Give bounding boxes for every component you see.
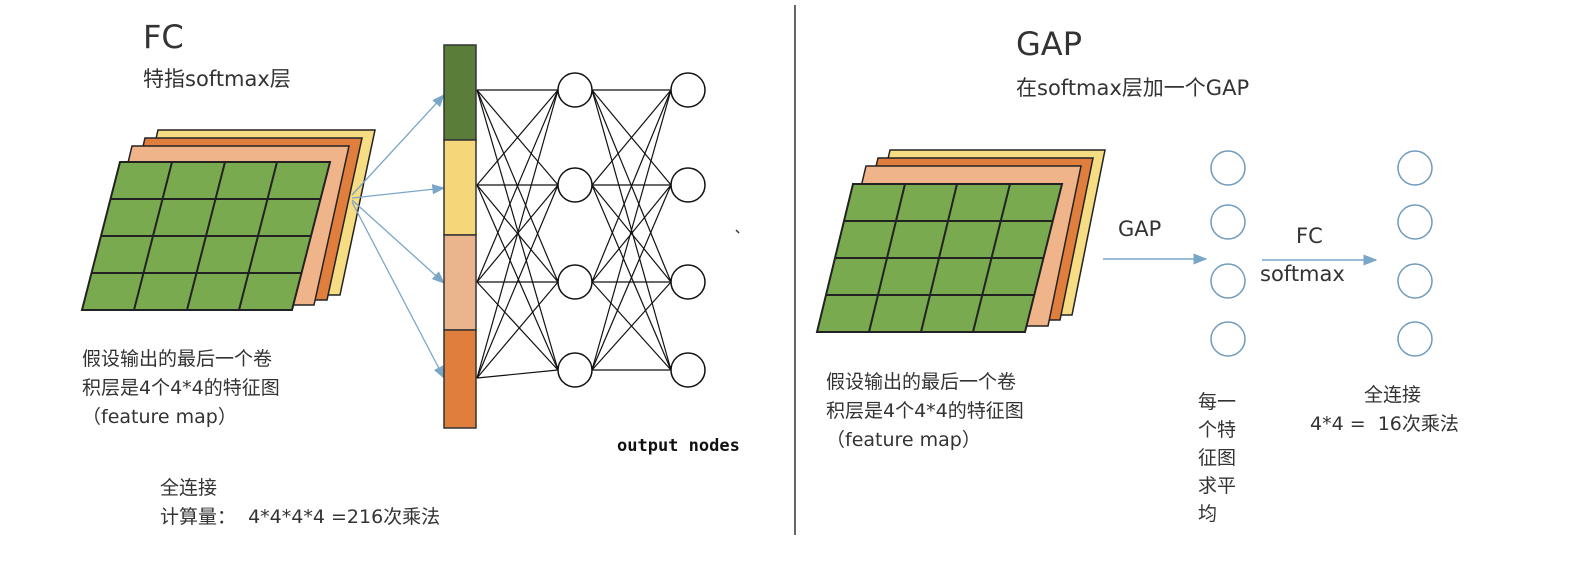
output-node <box>670 72 706 108</box>
connection-line <box>476 184 559 379</box>
gap-title: GAP <box>1016 25 1082 63</box>
connection-line <box>591 89 672 283</box>
left-feature-caption-line3: （feature map） <box>82 406 237 428</box>
gap-node <box>1210 204 1246 240</box>
fc-title: FC <box>143 18 184 56</box>
connection-line <box>591 184 672 371</box>
feature-map-grid <box>92 161 321 311</box>
fc-output-node <box>1397 150 1433 186</box>
connection-line <box>591 281 672 371</box>
gap-subtitle: 在softmax层加一个GAP <box>1016 76 1250 100</box>
gap-node <box>1210 263 1246 299</box>
gap-nodes <box>1210 150 1246 357</box>
flattened-vector <box>443 44 477 429</box>
gap-node <box>1210 150 1246 186</box>
avg-caption-line3: 征图 <box>1198 447 1237 469</box>
right-fc-caption-line2: 4*4 = 16次乘法 <box>1310 413 1459 435</box>
fc-arrow-label: FC <box>1296 224 1323 248</box>
output-node <box>670 352 706 388</box>
hidden-node <box>557 72 593 108</box>
output-nodes-label: output nodes <box>617 436 740 456</box>
connection-line <box>476 89 559 379</box>
hidden-node <box>557 264 593 300</box>
fc-cost-line2: 计算量： 4*4*4*4 =216次乘法 <box>160 506 441 528</box>
output-node <box>670 167 706 203</box>
fc-output-node <box>1397 321 1433 357</box>
left-feature-caption-line2: 积层是4个4*4的特征图 <box>82 377 280 399</box>
fc-output-node <box>1397 204 1433 240</box>
gap-arrow-label: GAP <box>1118 217 1162 241</box>
connection-line <box>476 184 559 371</box>
softmax-arrow-label: softmax <box>1260 262 1345 286</box>
fc-cost-line1: 全连接 <box>160 477 218 499</box>
connection-line <box>591 184 672 283</box>
output-node <box>670 264 706 300</box>
flatten-arrows <box>351 94 446 380</box>
gap-node <box>1210 321 1246 357</box>
connection-line <box>476 369 559 379</box>
right-feature-map-stack <box>815 149 1106 333</box>
fc-output-nodes <box>1397 150 1433 357</box>
vector-segment-3 <box>443 234 477 331</box>
network-nodes <box>557 72 706 388</box>
hidden-node <box>557 167 593 203</box>
feature-map-grid <box>826 183 1053 333</box>
hidden-node <box>557 352 593 388</box>
fc-subtitle: 特指softmax层 <box>143 67 291 91</box>
connection-line <box>591 89 672 371</box>
avg-caption-line5: 均 <box>1198 503 1218 525</box>
left-feature-caption-line1: 假设输出的最后一个卷 <box>82 348 273 370</box>
avg-caption-line2: 个特 <box>1198 419 1237 441</box>
network-connections <box>476 89 672 379</box>
connection-line <box>476 89 559 186</box>
left-feature-map-stack <box>80 129 376 311</box>
vector-segment-1 <box>443 44 477 141</box>
connection-line <box>476 89 559 283</box>
vector-segment-2 <box>443 139 477 236</box>
right-feature-caption-line3: （feature map） <box>826 429 981 451</box>
right-feature-caption-line1: 假设输出的最后一个卷 <box>826 371 1017 393</box>
connection-line <box>476 281 559 379</box>
avg-caption-line1: 每一 <box>1198 391 1237 413</box>
stray-mark <box>735 229 740 234</box>
connection-line <box>476 89 559 371</box>
avg-caption-line4: 求平 <box>1198 475 1237 497</box>
connection-line <box>476 281 559 371</box>
right-feature-caption-line2: 积层是4个4*4的特征图 <box>826 400 1024 422</box>
vector-segment-4 <box>443 329 477 429</box>
fc-output-node <box>1397 263 1433 299</box>
right-fc-caption-line1: 全连接 <box>1364 384 1422 406</box>
connection-line <box>591 89 672 186</box>
